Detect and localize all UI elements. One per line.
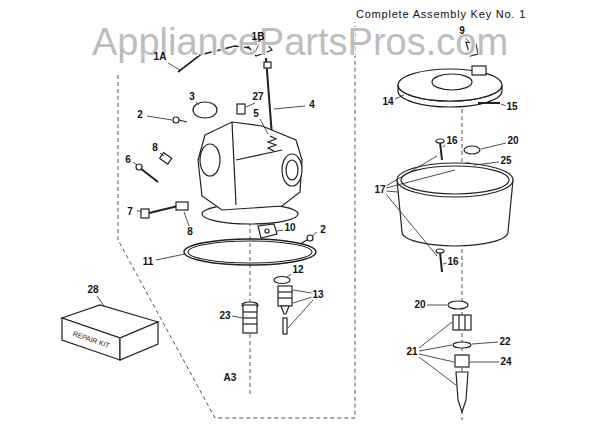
center-line: [462, 95, 463, 420]
callout-number: 10: [283, 223, 296, 233]
seat: [455, 355, 469, 367]
callout-number: 15: [505, 102, 518, 112]
intake: [282, 154, 302, 186]
callout-number: 16: [446, 257, 459, 267]
callout-number: 14: [381, 97, 394, 107]
body-edge: [232, 122, 236, 205]
callout-number: 17: [373, 185, 386, 195]
washer: [453, 342, 471, 348]
needle-head: [141, 209, 149, 218]
nozzle-tip: [281, 306, 289, 314]
callout-number: 25: [499, 156, 512, 166]
callout-number: 23: [218, 311, 231, 321]
callout-number: 21: [405, 347, 418, 357]
callout-number: 20: [413, 300, 426, 310]
washer: [448, 301, 468, 309]
spring: [160, 153, 172, 164]
shaft-collar: [264, 62, 271, 68]
shutter-plate: [193, 102, 217, 118]
callout-number: 16: [445, 136, 458, 146]
leader-lines: [97, 37, 506, 385]
callout-number: A3: [223, 373, 238, 383]
retainer-plate: [258, 224, 277, 238]
callout-number: 12: [291, 265, 304, 275]
spring: [176, 202, 188, 210]
carburetor-body: [198, 122, 302, 210]
air-horn: [200, 144, 220, 176]
nut-edge: [464, 315, 465, 330]
kit-box-front: [62, 318, 120, 360]
callout-number: 6: [124, 155, 132, 165]
screw-head: [436, 139, 444, 143]
intake-bore: [286, 160, 298, 180]
needle: [456, 372, 468, 412]
callout-number: 13: [311, 290, 324, 300]
callout-number: 5: [252, 109, 260, 119]
gasket: [188, 241, 312, 263]
needle-valve: [145, 206, 178, 214]
idle-screw: [140, 168, 158, 182]
nut: [453, 315, 471, 330]
callout-number: 22: [498, 337, 511, 347]
callout-number: 8: [151, 143, 159, 153]
callout-number: 2: [319, 225, 327, 235]
screw: [440, 252, 442, 272]
callout-number: 8: [186, 227, 194, 237]
thread: [243, 317, 257, 318]
thread: [278, 297, 292, 298]
o-ring: [274, 277, 290, 284]
callout-number: 24: [499, 357, 512, 367]
callout-number: 28: [86, 285, 99, 295]
assembly-note: Complete Assembly Key No. 1: [355, 9, 527, 20]
callout-number: 11: [142, 257, 155, 267]
screw-head: [436, 249, 444, 253]
pin: [478, 102, 500, 104]
nozzle: [278, 286, 292, 306]
thread: [278, 291, 292, 292]
callout-number: 1A: [154, 52, 167, 62]
thread: [243, 323, 257, 324]
callout-number: 3: [188, 92, 196, 102]
fitting: [243, 305, 257, 333]
washer: [464, 146, 480, 154]
bowl-rim: [397, 163, 513, 197]
pin: [283, 318, 287, 334]
ring-bore: [432, 74, 472, 90]
throttle-shaft: [266, 58, 272, 136]
callout-number: 7: [126, 207, 134, 217]
assembly-boundary: [118, 22, 355, 418]
kit-box-side: [120, 322, 158, 360]
screw: [440, 142, 442, 160]
screw: [179, 120, 187, 122]
callout-number: 4: [308, 100, 316, 110]
seal: [237, 104, 245, 114]
screw: [173, 117, 179, 123]
thread: [243, 311, 257, 312]
ring-tab: [472, 66, 486, 75]
body-edge: [236, 150, 282, 160]
plate-hole: [265, 229, 269, 233]
callout-number: 20: [506, 136, 519, 146]
spring: [268, 136, 276, 151]
callout-number: 1B: [252, 32, 265, 42]
gasket: [184, 239, 316, 265]
callout-number: 9: [459, 26, 465, 36]
callout-number: 2: [136, 110, 144, 120]
callout-number: 27: [251, 92, 264, 102]
nut-edge: [458, 315, 459, 330]
